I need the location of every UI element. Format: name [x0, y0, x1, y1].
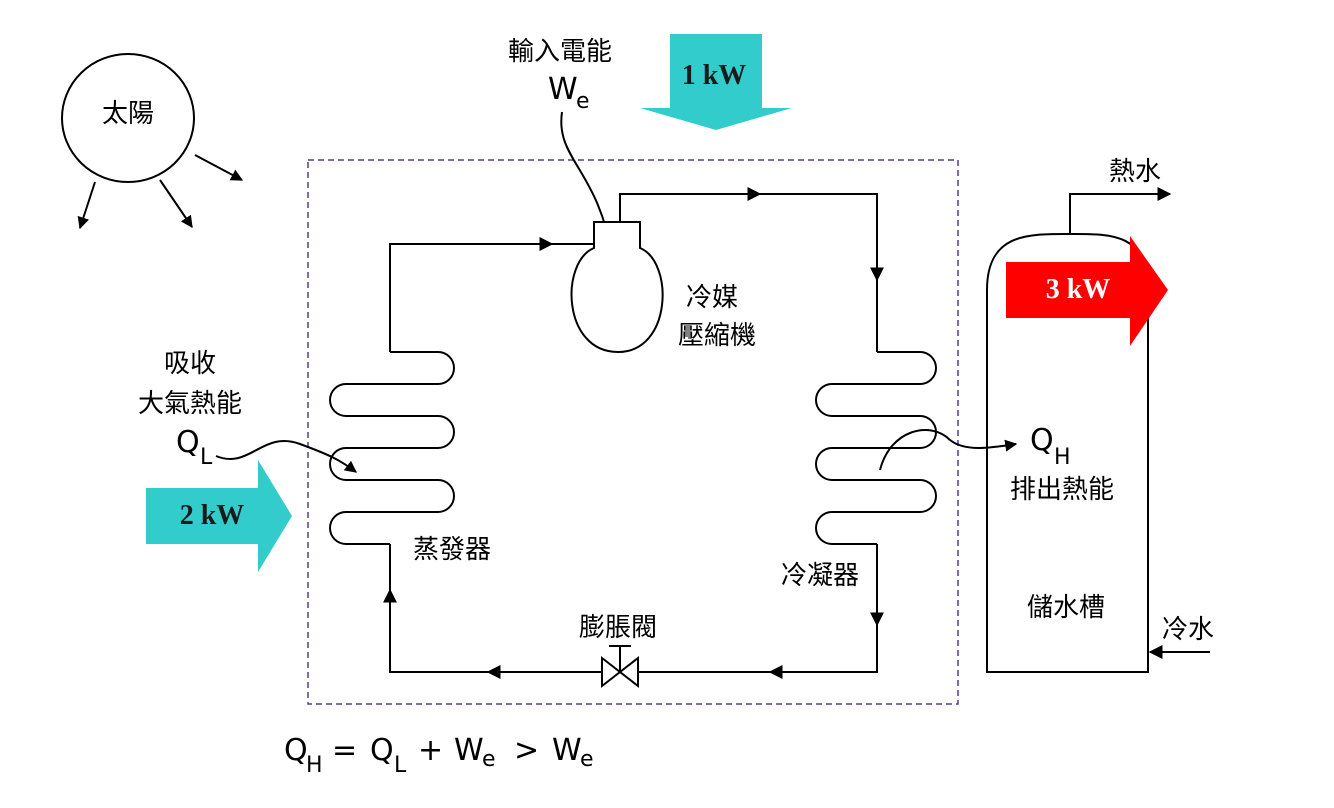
tank-label: 儲水槽	[1027, 593, 1105, 623]
absorb-pointer	[215, 440, 357, 473]
work-input-subscript: e	[576, 89, 590, 114]
eq-ql: Q	[370, 733, 394, 768]
cold-water-label: 冷水	[1162, 615, 1214, 645]
work-input-symbol: W	[548, 72, 578, 107]
evaporator-label: 蒸發器	[413, 535, 491, 565]
release-arrow: 3 kW	[1006, 236, 1168, 346]
eq-we2: W	[552, 733, 582, 768]
absorb-subscript: L	[200, 445, 213, 470]
work-input-power: 1 kW	[682, 60, 747, 91]
sun-ray-down	[159, 179, 193, 228]
release-power: 3 kW	[1046, 274, 1111, 305]
absorb-label-2: 大氣熱能	[138, 389, 242, 419]
condenser-label: 冷凝器	[781, 561, 859, 591]
compressor-label-2: 壓縮機	[678, 321, 756, 351]
eq-plus: +	[418, 733, 443, 768]
work-input-label: 輸入電能	[508, 37, 612, 67]
release-pointer	[879, 429, 1018, 471]
absorb-label-1: 吸收	[164, 349, 216, 379]
eq-we: W	[454, 733, 484, 768]
release-label: 排出熱能	[1010, 475, 1114, 505]
sun: 太陽	[61, 53, 244, 230]
eq-we2-sub: e	[580, 747, 594, 772]
system-boundary	[307, 159, 959, 705]
work-input-arrow: 1 kW	[640, 34, 792, 130]
hot-water-label: 熱水	[1109, 157, 1161, 187]
energy-equation: Q H = Q L + W e > W e	[284, 733, 594, 778]
sun-ray-left	[77, 181, 96, 230]
sun-label: 太陽	[102, 99, 154, 129]
pipe-suction	[389, 243, 594, 352]
release-subscript: H	[1054, 445, 1071, 470]
absorb-power: 2 kW	[180, 500, 245, 531]
compressor	[570, 221, 664, 354]
expansion-valve	[601, 645, 639, 689]
sun-ray-right	[194, 154, 244, 181]
eq-qh-sub: H	[306, 753, 323, 778]
expansion-valve-label: 膨脹閥	[579, 613, 657, 643]
absorb-symbol: Q	[176, 425, 200, 460]
sun-circle	[61, 53, 195, 183]
eq-ql-sub: L	[394, 753, 407, 778]
hot-water-pipe	[1069, 187, 1172, 234]
eq-qh: Q	[284, 733, 308, 768]
absorb-arrow: 2 kW	[146, 460, 292, 572]
release-symbol: Q	[1030, 423, 1054, 458]
eq-we-sub: e	[482, 747, 496, 772]
compressor-label-1: 冷媒	[686, 283, 738, 313]
evaporator-coil	[329, 351, 455, 545]
eq-equals: =	[332, 733, 357, 768]
condenser-coil	[815, 351, 937, 545]
eq-gt: >	[514, 733, 539, 768]
